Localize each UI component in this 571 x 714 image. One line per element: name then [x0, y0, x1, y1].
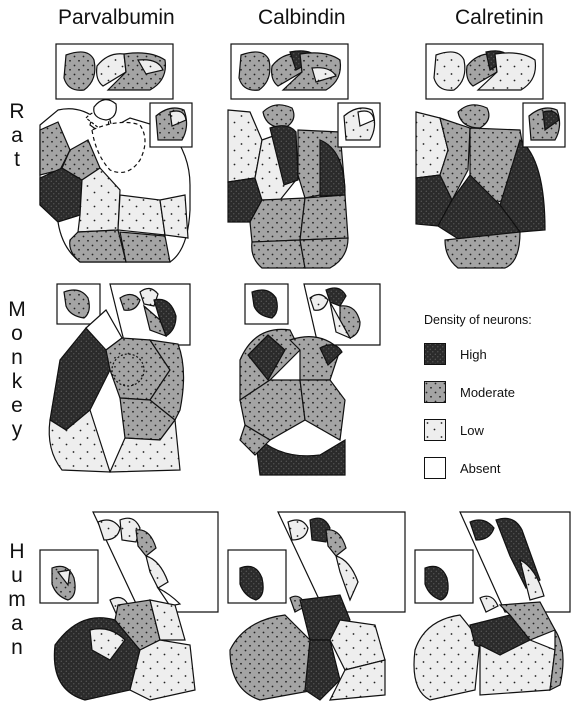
legend-label-absent: Absent: [460, 461, 500, 476]
row-label-letter: a: [8, 124, 26, 148]
legend: Density of neurons: High Moderate Low Ab…: [424, 313, 569, 487]
row-label-letter: u: [8, 564, 26, 588]
legend-label-moderate: Moderate: [460, 385, 515, 400]
legend-swatch-absent: [424, 457, 446, 479]
region-low: [434, 52, 465, 90]
monkey-parvalbumin-panel: [49, 284, 190, 472]
rat-calbindin-panel: [228, 44, 380, 268]
rat-calretinin-panel: [416, 44, 565, 268]
region-moderate: [458, 105, 489, 128]
legend-item-low: Low: [424, 411, 569, 449]
legend-label-low: Low: [460, 423, 484, 438]
legend-item-absent: Absent: [424, 449, 569, 487]
legend-title: Density of neurons:: [424, 313, 569, 327]
region-moderate: [300, 380, 345, 440]
region-moderate: [70, 230, 126, 262]
human-parvalbumin-panel: [40, 512, 218, 700]
column-header-calretinin: Calretinin: [455, 6, 544, 30]
row-label-letter: t: [8, 148, 26, 172]
region-moderate: [239, 52, 270, 90]
region-moderate: [300, 195, 348, 240]
row-label-letter: n: [8, 346, 26, 370]
region-moderate: [252, 240, 305, 268]
column-header-calbindin: Calbindin: [258, 6, 346, 30]
region-low: [160, 195, 188, 238]
row-label-letter: m: [8, 588, 26, 612]
row-label-letter: R: [8, 100, 26, 124]
rat-parvalbumin-panel: [40, 44, 192, 262]
region-low: [118, 195, 165, 235]
region-low: [480, 596, 498, 612]
region-moderate: [300, 238, 348, 268]
row-label-letter: n: [8, 636, 26, 660]
human-calbindin-panel: [228, 512, 405, 700]
legend-swatch-low: [424, 419, 446, 441]
row-label-letter: k: [8, 370, 26, 394]
monkey-calbindin-panel: [240, 284, 380, 475]
legend-swatch-high: [424, 343, 446, 365]
row-label-letter: H: [8, 540, 26, 564]
column-header-parvalbumin: Parvalbumin: [58, 6, 175, 30]
region-moderate: [120, 232, 170, 262]
legend-label-high: High: [460, 347, 487, 362]
human-calretinin-panel: [414, 512, 570, 700]
row-label-letter: y: [8, 418, 26, 442]
legend-swatch-moderate: [424, 381, 446, 403]
legend-item-high: High: [424, 335, 569, 373]
legend-item-moderate: Moderate: [424, 373, 569, 411]
row-label-letter: a: [8, 612, 26, 636]
row-label-letter: o: [8, 322, 26, 346]
row-label-letter: e: [8, 394, 26, 418]
region-moderate: [230, 615, 315, 700]
region-moderate: [263, 105, 294, 128]
region-moderate: [64, 52, 95, 90]
row-label-letter: M: [8, 298, 26, 322]
region-absent: [94, 100, 117, 120]
